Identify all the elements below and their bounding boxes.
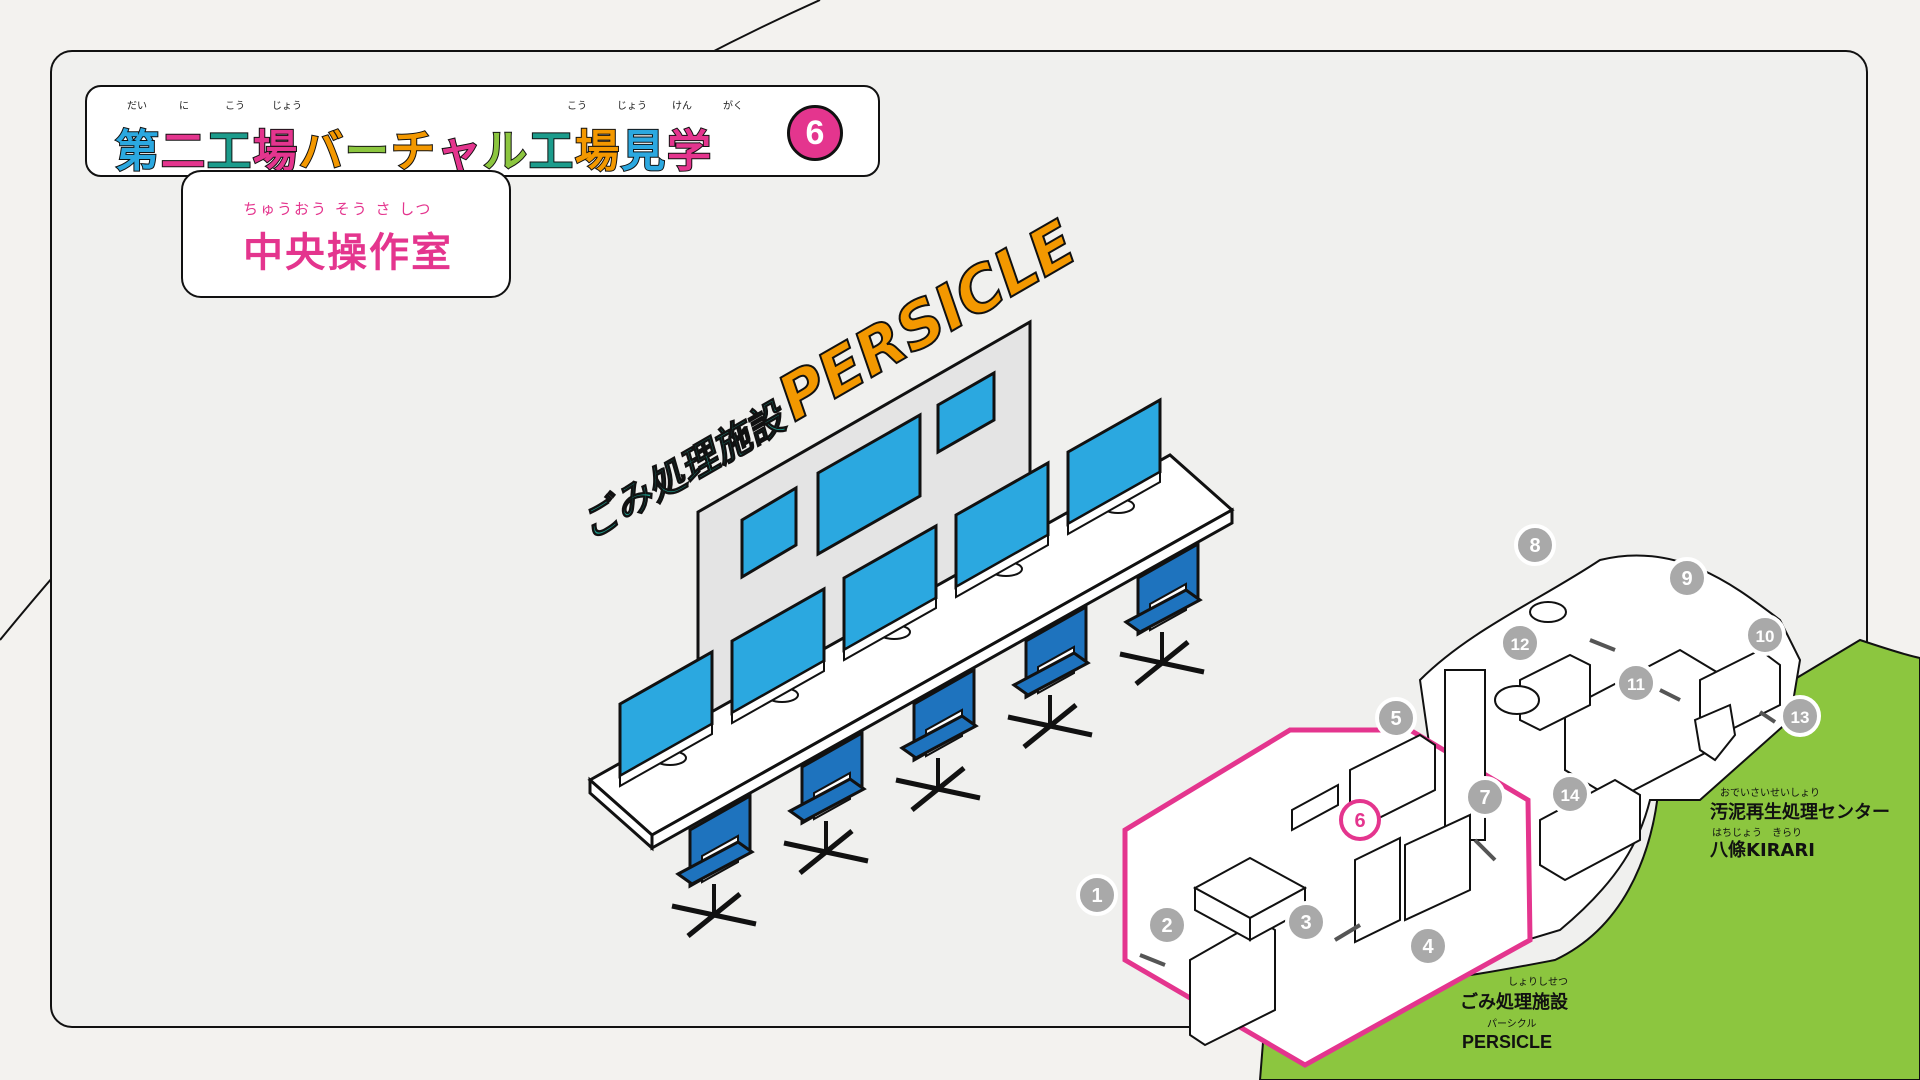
tour-title-panel: だい に こう じょう こう じょう けん がく 第二工場バーチャル工場見学 6: [85, 85, 880, 179]
map-marker-1[interactable]: [1076, 874, 1118, 916]
monitor-bezel: [1067, 470, 1161, 536]
monitor-bezel: [619, 722, 713, 788]
facility-b-name: 汚泥再生処理センター: [1710, 801, 1890, 823]
title-char: 工: [206, 125, 253, 178]
map-building: [1539, 778, 1641, 882]
title-ruby: こう: [567, 101, 587, 112]
map-marker-label: 3: [1300, 912, 1311, 934]
wall-screen: [936, 370, 996, 455]
title-char: ー: [344, 125, 391, 178]
title-ruby: がく: [723, 101, 743, 112]
map-marker-label: 7: [1479, 787, 1490, 809]
map-marker-4[interactable]: [1407, 925, 1449, 967]
map-marker-11[interactable]: [1615, 662, 1657, 704]
step-number-badge: 6: [787, 105, 843, 161]
title-char: ャ: [436, 125, 483, 178]
map-marker-label: 2: [1161, 915, 1172, 937]
map-marker-6[interactable]: [1339, 799, 1381, 841]
map-furnace: [1354, 836, 1401, 944]
map-monitors: [1291, 783, 1339, 832]
title-ruby: こう: [225, 101, 245, 112]
map-marker-label: 14: [1561, 786, 1580, 805]
title-ruby: けん: [672, 101, 692, 112]
map-tank: [1529, 601, 1567, 623]
map-marker-label: 12: [1511, 635, 1530, 654]
title-char: 見: [620, 125, 667, 178]
map-hopper: [1693, 703, 1737, 762]
map-marker-label: 11: [1627, 675, 1645, 694]
map-marker-3[interactable]: [1285, 901, 1327, 943]
chair-leg: [1134, 640, 1190, 686]
chair-seat: [787, 777, 867, 823]
chair-seat: [1123, 588, 1203, 634]
map-marker-label: 10: [1756, 627, 1775, 646]
title-char: ル: [482, 125, 529, 178]
map-marker-14[interactable]: [1549, 773, 1591, 815]
map-tank: [1494, 685, 1540, 715]
room-name-ruby: ちゅうおう そう さ しつ: [243, 200, 433, 218]
map-marker-label: 9: [1681, 568, 1692, 590]
monitor-bezel: [955, 533, 1049, 599]
title-char: バ: [298, 125, 345, 178]
map-marker-label: 13: [1791, 708, 1810, 727]
map-building: [1519, 653, 1591, 732]
map-marker-label: 8: [1529, 535, 1540, 557]
map-marker-13[interactable]: [1779, 695, 1821, 737]
title-char: 第: [114, 125, 161, 178]
map-marker-label: 4: [1422, 936, 1434, 958]
facility-b-sub: 八條KIRARI: [1710, 839, 1815, 861]
title-ruby: じょう: [272, 101, 302, 112]
control-desk-front: [650, 507, 1234, 851]
map-marker-label: 6: [1354, 810, 1365, 832]
title-char: 場: [574, 125, 621, 178]
facility-a-name: ごみ処理施設: [1460, 991, 1569, 1013]
chair-seat: [1011, 651, 1091, 697]
map-marker-2[interactable]: [1146, 904, 1188, 946]
title-ruby: に: [179, 101, 189, 112]
title-ruby: だい: [127, 101, 147, 112]
monitor-bezel: [843, 596, 937, 662]
map-furnace: [1404, 813, 1471, 922]
title-char: 二: [160, 125, 207, 178]
title-char: 学: [666, 125, 713, 178]
map-marker-7[interactable]: [1464, 776, 1506, 818]
facility-b-sub-ruby: はちじょう きらり: [1712, 827, 1802, 839]
facility-a-sub-ruby: パーシクル: [1487, 1018, 1537, 1030]
room-name-panel: ちゅうおう そう さ しつ 中央操作室: [181, 170, 511, 298]
chair-leg: [798, 829, 854, 875]
title-char: 場: [252, 125, 299, 178]
wall-screen: [816, 412, 922, 557]
facility-a-ruby: しょりしせつ: [1508, 976, 1568, 988]
facility-a-sub: PERSICLE: [1462, 1032, 1552, 1052]
wall-screen: [740, 485, 798, 580]
map-marker-5[interactable]: [1375, 697, 1417, 739]
map-marker-12[interactable]: [1499, 622, 1541, 664]
chair-seat: [675, 840, 755, 886]
page-title: 第二工場バーチャル工場見学: [114, 115, 713, 179]
chair-leg: [686, 892, 742, 938]
facility-b-ruby: おでいさいせいしょり: [1720, 787, 1820, 799]
room-name: 中央操作室: [243, 230, 453, 276]
title-char: チ: [390, 125, 437, 178]
chair-leg: [910, 766, 966, 812]
title-ruby: じょう: [617, 101, 647, 112]
map-marker-9[interactable]: [1666, 557, 1708, 599]
map-marker-10[interactable]: [1744, 614, 1786, 656]
chair-leg: [1022, 703, 1078, 749]
title-char: 工: [528, 125, 575, 178]
map-marker-label: 5: [1390, 708, 1401, 730]
map-marker-label: 1: [1091, 885, 1102, 907]
chair-seat: [899, 714, 979, 760]
map-marker-8[interactable]: [1514, 524, 1556, 566]
monitor-bezel: [731, 659, 825, 725]
